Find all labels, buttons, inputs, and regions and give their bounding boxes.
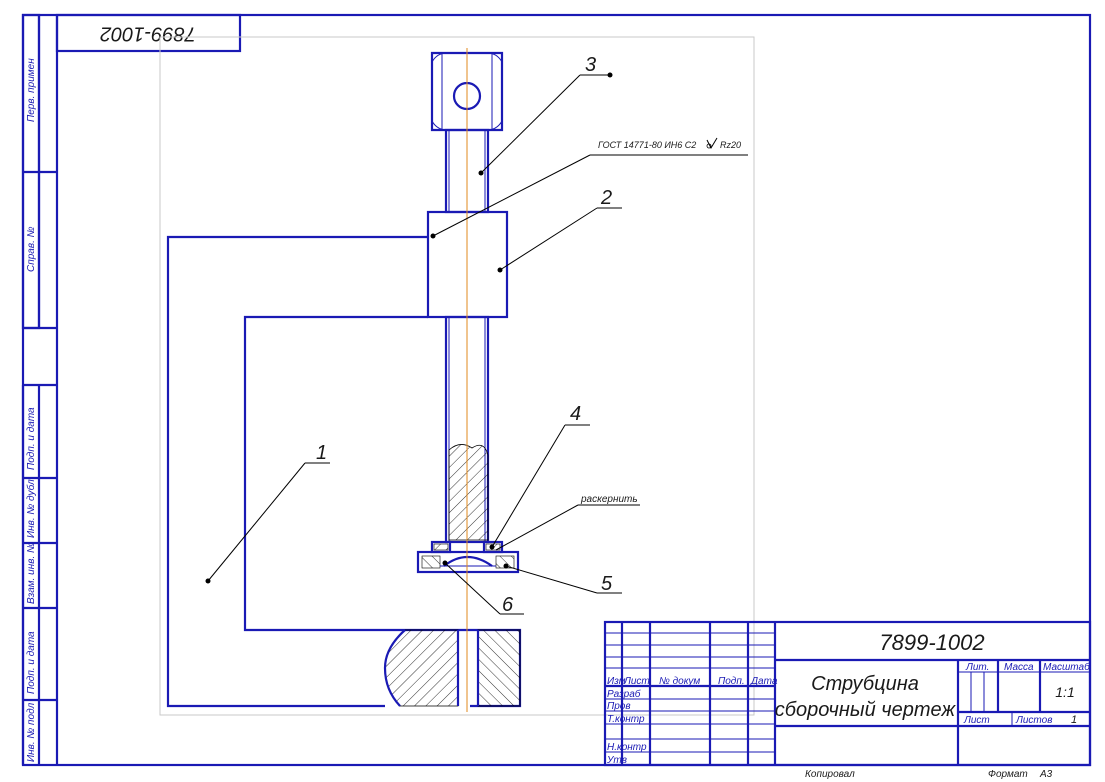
swivel-pad-assembly — [416, 540, 520, 574]
podp-label: Подп. — [718, 676, 745, 687]
copied-label: Копировал — [805, 769, 855, 780]
massa-label: Масса — [1004, 662, 1034, 673]
scale-value: 1:1 — [1055, 684, 1074, 700]
n-dokum-label: № докум — [659, 676, 700, 687]
sheet-number: 1 — [1071, 714, 1077, 726]
list-label: Лист — [963, 715, 990, 726]
title-line-2: сборочный чертеж — [775, 699, 957, 721]
perv-primen-label: Перв. примен — [26, 58, 37, 122]
title-block: 7899-1002 Струбцина сборочный чертеж Изм… — [603, 620, 1092, 767]
rotated-document-code: 7899-1002 — [100, 23, 196, 45]
tkontr-label: Т.контр — [607, 714, 645, 725]
razrab-label: Разраб — [607, 688, 641, 700]
callout-1: 1 — [316, 442, 327, 464]
lit-label: Лит. — [965, 662, 989, 673]
callout-3: 3 — [585, 54, 596, 76]
title-line-1: Струбцина — [811, 673, 919, 695]
weld-gost-note: ГОСТ 14771-80 ИН6 С2 — [598, 140, 696, 150]
format-value: A3 — [1039, 769, 1053, 780]
punch-note: раскернить — [580, 494, 638, 505]
vzam-inv-label: Взам. инв. № — [26, 542, 37, 604]
inv-dubl-label: Инв. № дубл — [25, 479, 37, 538]
izm-label: Изм — [607, 676, 626, 687]
podp-data-label-2: Подп. и дата — [26, 631, 37, 694]
nkontr-label: Н.контр — [607, 742, 647, 753]
part-3-screw — [430, 51, 504, 544]
prov-label: Пров — [607, 701, 631, 712]
podp-data-label-1: Подп. и дата — [26, 407, 37, 470]
inv-podl-label: Инв. № подл — [26, 702, 37, 762]
callout-6: 6 — [502, 594, 514, 616]
title-block-code: 7899-1002 — [879, 630, 984, 655]
side-stamp: Перв. примен Справ. № Подп. и дата Инв. … — [21, 13, 57, 765]
bottom-jaw-section — [383, 629, 521, 707]
callouts: 1 2 3 4 5 6 ГОСТ 14771-80 ИН6 С2 Rz20 — [205, 54, 748, 616]
list-col-label: Лист — [623, 676, 650, 687]
sprav-no-label: Справ. № — [26, 226, 37, 272]
format-label: Формат — [988, 769, 1028, 780]
callout-5: 5 — [601, 573, 613, 595]
callout-2: 2 — [600, 187, 612, 209]
utv-label: Утв — [606, 755, 627, 766]
listov-label: Листов — [1015, 715, 1052, 726]
masshtab-label: Масштаб — [1043, 661, 1090, 673]
data-label: Дата — [750, 676, 778, 687]
view-boundary — [159, 36, 755, 716]
roughness-value: Rz20 — [720, 140, 741, 150]
callout-4: 4 — [570, 403, 581, 425]
